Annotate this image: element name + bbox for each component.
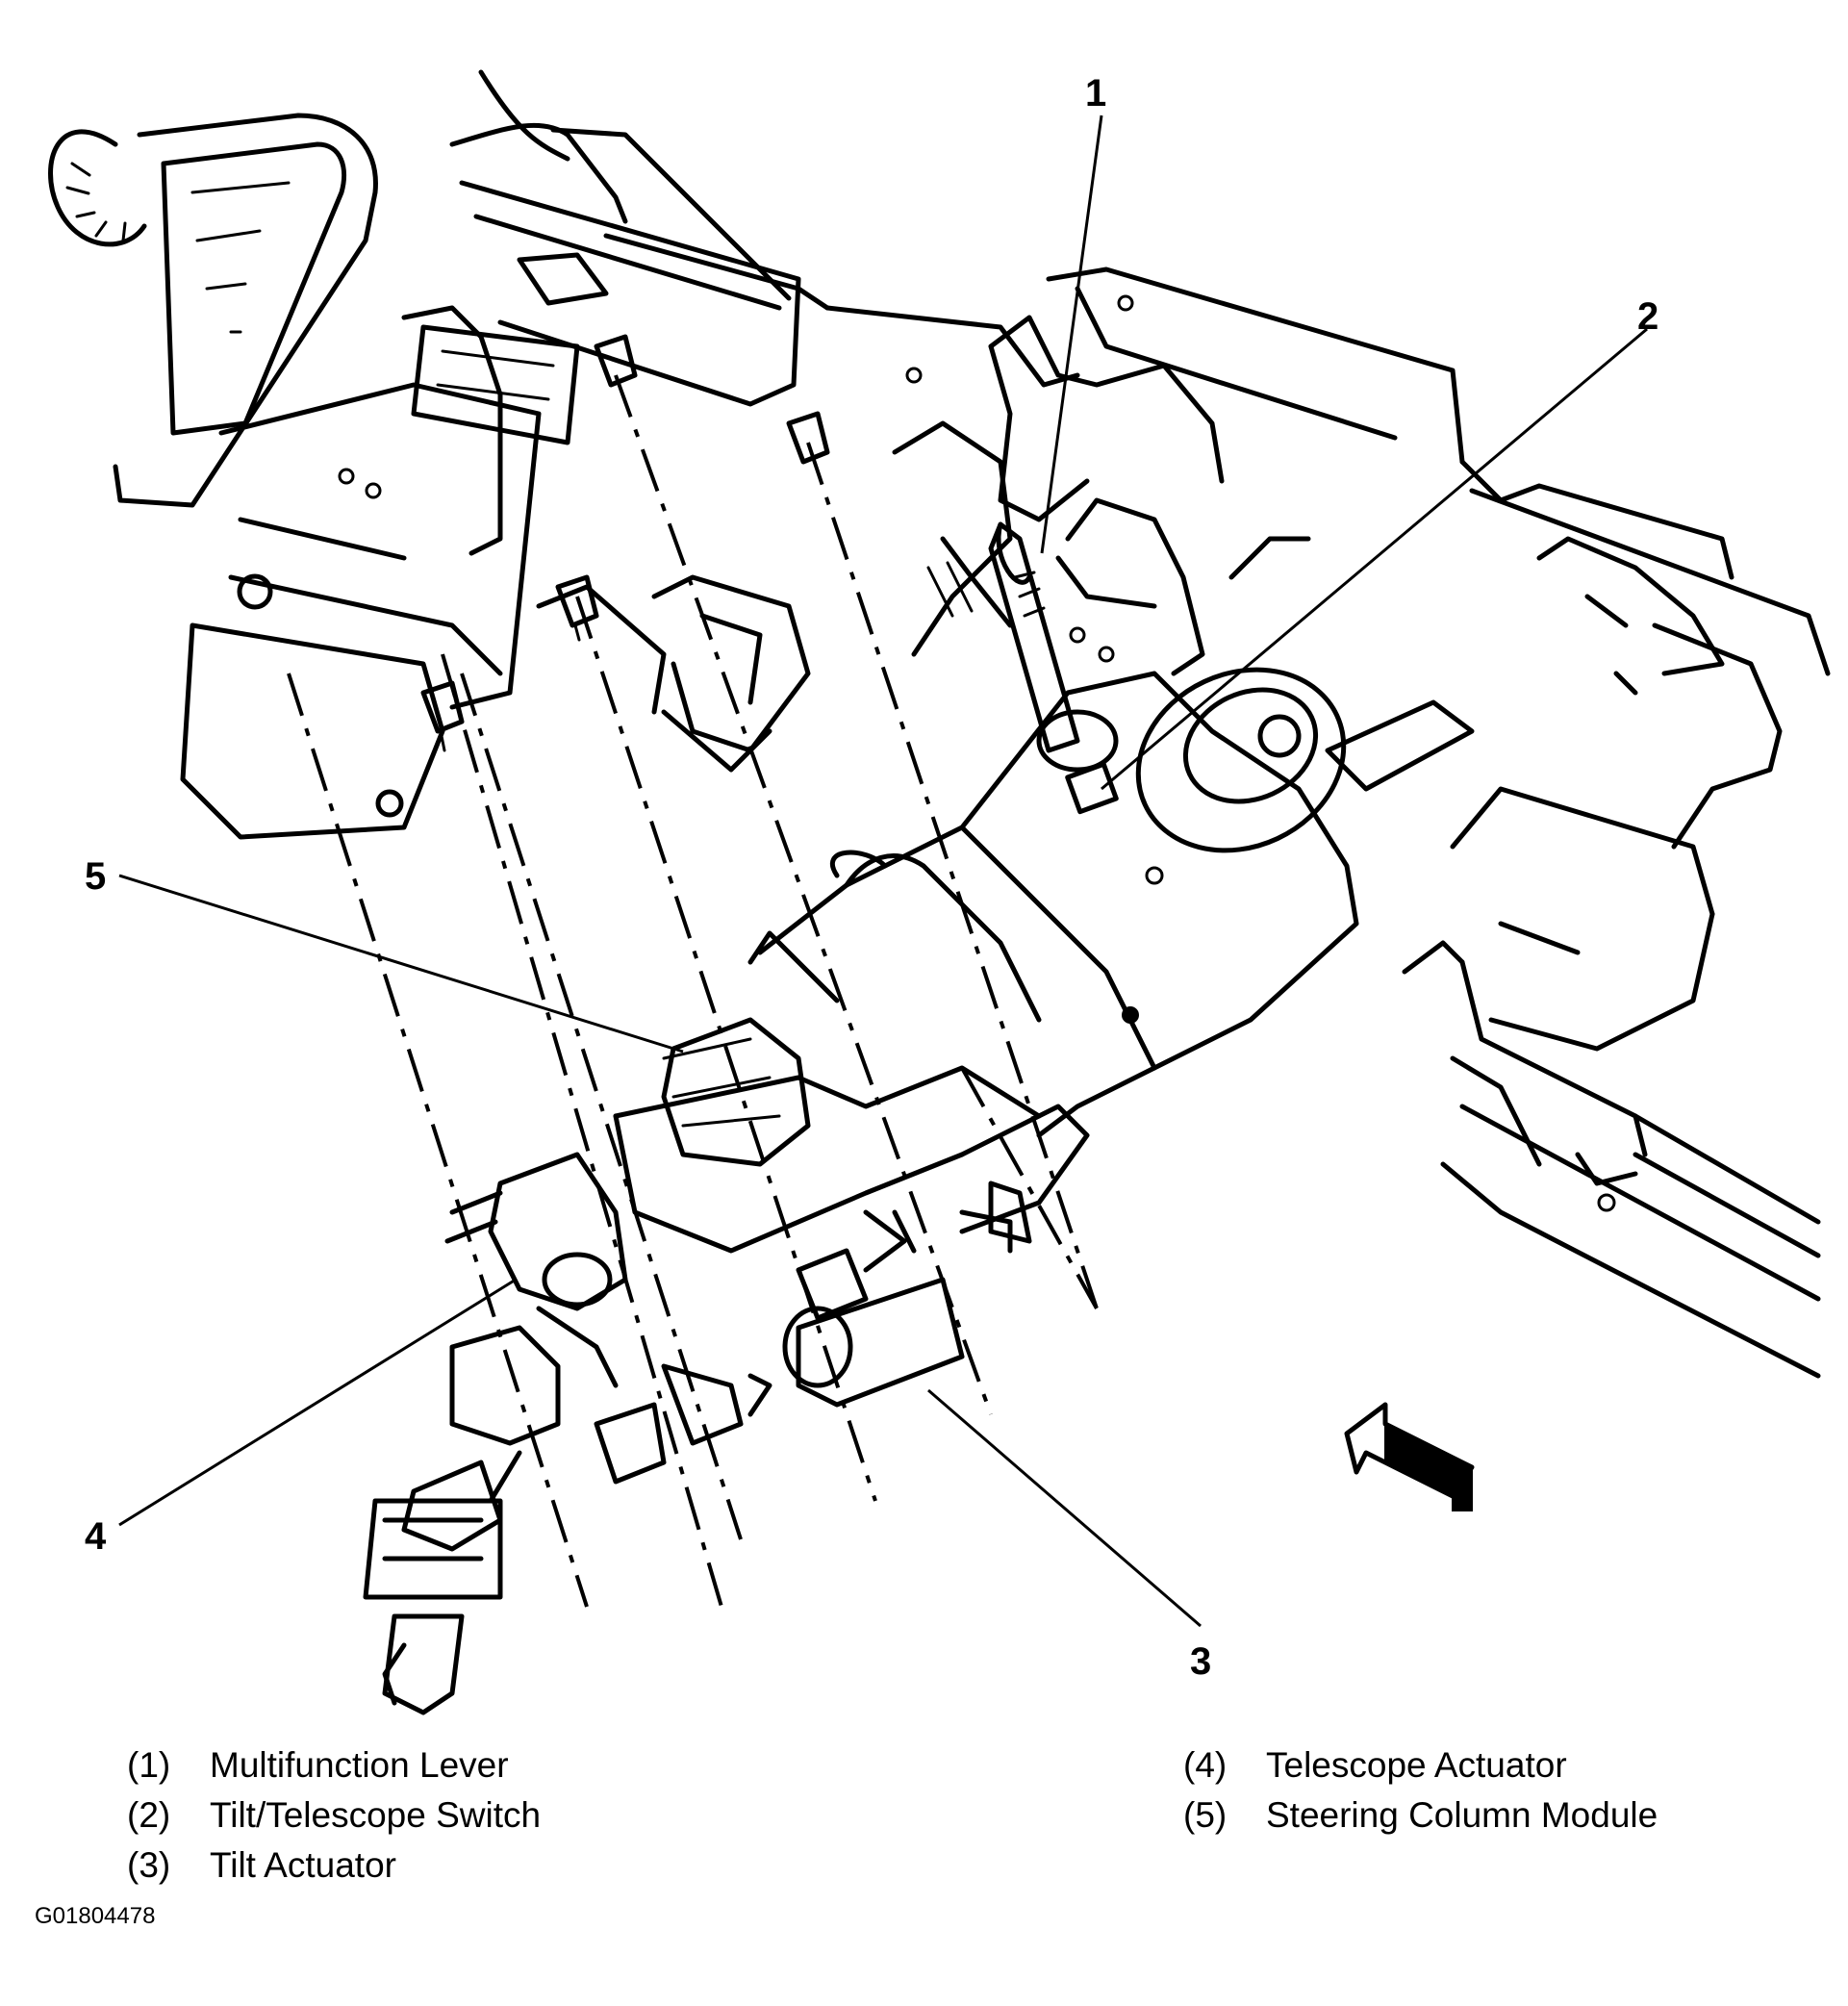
steering-column bbox=[747, 521, 1475, 1138]
leader-line-3 bbox=[927, 1388, 1202, 1628]
leader-line-1 bbox=[1040, 114, 1103, 554]
callout-3: 3 bbox=[1190, 1640, 1211, 1683]
callout-2: 2 bbox=[1637, 295, 1658, 338]
instrument-panel-frame bbox=[180, 127, 1080, 840]
lower-column-assembly bbox=[363, 1017, 1090, 1715]
callout-1: 1 bbox=[1085, 72, 1106, 114]
callout-4: 4 bbox=[85, 1515, 107, 1558]
leader-line-5 bbox=[118, 874, 684, 1054]
vent-duct-assembly bbox=[48, 69, 628, 508]
column-support-bracket bbox=[536, 315, 1311, 773]
leader-line-4 bbox=[118, 1278, 517, 1527]
fastener-clips bbox=[420, 334, 830, 752]
callout-5: 5 bbox=[85, 855, 106, 898]
view-direction-arrow-icon bbox=[1344, 1402, 1475, 1511]
leader-line-2 bbox=[1101, 327, 1648, 791]
assembly-alignment-lines bbox=[287, 374, 1099, 1608]
dash-crossbar bbox=[905, 267, 1831, 1379]
